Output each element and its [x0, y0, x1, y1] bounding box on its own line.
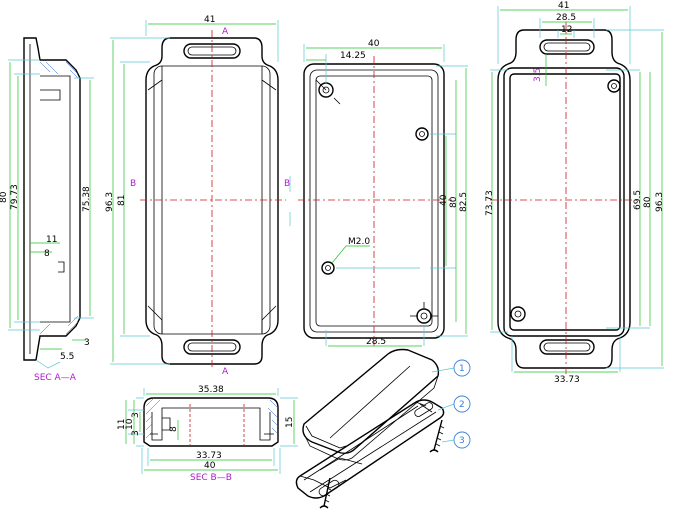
sec-bb-bottom-33-73: 33.73: [196, 451, 222, 461]
back-hole-offset-3-5: 3.5: [533, 68, 543, 82]
sec-aa-caption: SEC A—A: [34, 373, 77, 383]
sec-bb-dim-8: 8: [169, 426, 179, 432]
back-hole-top-right: [607, 79, 621, 93]
sec-bb-dim-15: 15: [285, 417, 295, 428]
sec-aa-dim-79-73: 79.73: [10, 184, 20, 210]
front-marker-b-left: B: [130, 179, 136, 189]
sec-bb-dim-3b: 3: [131, 430, 141, 436]
front-height-81: 81: [117, 195, 127, 206]
sec-bb-dim-3a: 3: [131, 412, 141, 418]
inside-offset-14-25: 14.25: [340, 51, 366, 61]
sec-aa-dim-80: 80: [0, 191, 9, 203]
screw-upper: [429, 419, 443, 453]
sec-bb-bottom-40: 40: [204, 461, 216, 471]
sec-aa-dim-5-5: 5.5: [60, 352, 74, 362]
sec-aa-dim-75-38: 75.38: [82, 186, 92, 212]
inside-bottom-28-5: 28.5: [366, 337, 386, 347]
front-marker-a-bottom: A: [222, 367, 229, 377]
back-height-69-5: 69.5: [633, 190, 643, 210]
boss-left-lower: [321, 261, 335, 275]
boss-bottom-right: [416, 308, 432, 324]
sec-bb-dim-11: 11: [117, 419, 127, 430]
inside-height-40: 40: [439, 194, 449, 206]
balloon-2-label: 2: [459, 400, 465, 410]
front-marker-b-right: B: [284, 179, 290, 189]
front-view: 41 A A B B 96.3 81: [105, 15, 291, 377]
balloon-2: [453, 395, 471, 413]
balloon-1: [453, 359, 471, 377]
back-height-80: 80: [643, 196, 653, 208]
back-view: 41 28.5 12 3.5 73.73 69.5 80 96.3 33.73: [485, 1, 665, 385]
front-marker-a-top: A: [222, 27, 229, 37]
front-width-41: 41: [204, 15, 215, 25]
front-height-96-3: 96.3: [105, 192, 115, 212]
boss-right-upper: [415, 127, 429, 141]
inside-screw-label: M2.0: [348, 237, 370, 247]
screw-lower: [319, 477, 331, 509]
exploded-view: 1 2 3: [295, 348, 471, 509]
balloon-3-label: 3: [459, 436, 465, 446]
section-b-b: 35.38 11 10 3 3 8 15 33.73 40 SEC B—B: [117, 385, 298, 483]
back-slot-width-28-5: 28.5: [556, 13, 576, 23]
sec-aa-dim-3: 3: [84, 338, 90, 348]
sec-bb-top-35-38: 35.38: [198, 385, 224, 395]
section-a-a: 80 79.73 75.38 11 8 5.5 3 SEC A—A: [0, 37, 94, 383]
inside-height-80: 80: [449, 196, 459, 208]
back-bottom-33-73: 33.73: [554, 375, 580, 385]
inside-view: 40 14.25 82.5 80 40 28.5 M2.0: [298, 39, 469, 347]
sec-bb-caption: SEC B—B: [190, 473, 232, 483]
back-width-41: 41: [558, 1, 569, 11]
back-height-96-3: 96.3: [655, 192, 665, 212]
sec-bb-dim-10: 10: [125, 418, 135, 430]
balloon-3: [453, 431, 471, 449]
back-height-73-73: 73.73: [485, 190, 495, 216]
inside-width-40: 40: [368, 39, 380, 49]
back-slot-inner-12: 12: [561, 25, 572, 35]
inside-height-82-5: 82.5: [459, 192, 469, 212]
base-plate-part: [295, 399, 445, 499]
sec-aa-dim-8: 8: [44, 249, 50, 259]
sec-aa-dim-11: 11: [46, 235, 57, 245]
balloon-1-label: 1: [459, 364, 465, 374]
back-hole-bottom-left: [510, 306, 526, 322]
